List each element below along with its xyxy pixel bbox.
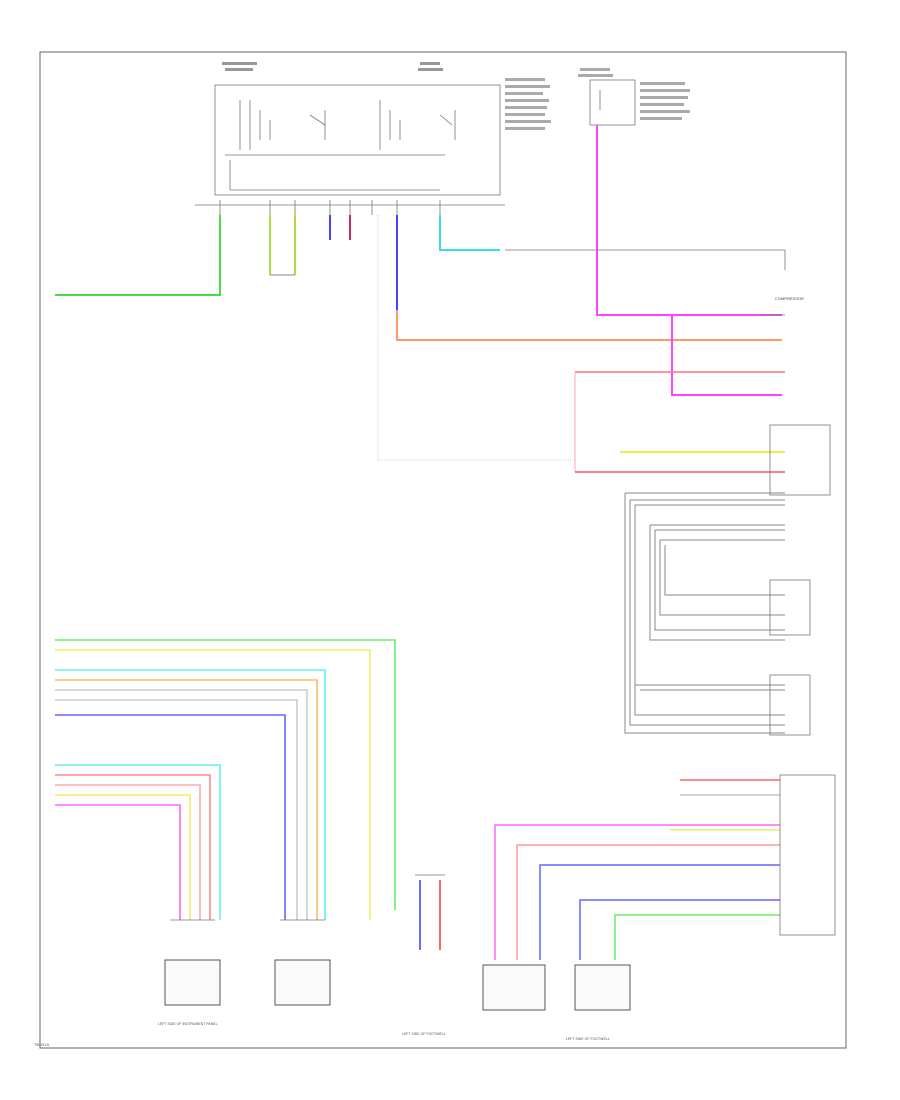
diagram-border — [39, 51, 847, 1049]
compressor-label: COMPRESSOR — [775, 296, 804, 301]
caption-bottom-right: LEFT SIDE OF FOOTWELL — [566, 1037, 610, 1041]
top-labels — [222, 62, 690, 130]
caption-bottom-left: LEFT SIDE OF INSTRUMENT PANEL — [158, 1022, 218, 1026]
footer-code: TBD91A — [34, 1042, 50, 1047]
bottom-center-wires — [415, 874, 445, 950]
harness-left — [55, 639, 396, 920]
caption-bottom-center: LEFT SIDE OF FOOTWELL — [402, 1032, 446, 1036]
bottom-right-wires — [494, 779, 780, 960]
wires-top — [55, 125, 782, 396]
fuse-top-right — [589, 79, 636, 126]
fuse-relay-block — [195, 84, 505, 215]
compressor: COMPRESSOR — [505, 249, 804, 316]
bottom-connectors — [164, 919, 631, 1011]
grey-wire-bundle — [624, 492, 785, 734]
wires-right — [377, 215, 785, 473]
